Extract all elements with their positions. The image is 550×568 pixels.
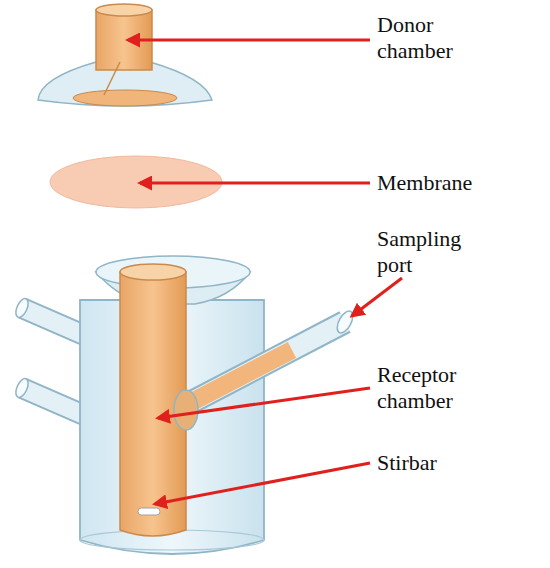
leader-arrow <box>158 388 370 418</box>
leader-arrow <box>155 463 370 504</box>
arm-glass <box>22 388 84 415</box>
port-opening <box>334 309 356 336</box>
arm-outline <box>22 308 84 335</box>
port-liquid <box>186 350 292 405</box>
donor-opening <box>73 90 177 106</box>
part-label: Membrane <box>377 170 489 196</box>
part-label: Receptor chamber <box>377 362 489 414</box>
arm-opening <box>13 377 30 399</box>
part-label: Sampling port <box>377 226 489 278</box>
donor-stem <box>104 62 120 95</box>
port-glass <box>186 322 345 405</box>
leader-arrow <box>128 39 370 42</box>
port-joint <box>174 390 198 430</box>
donor-chamber <box>38 4 212 106</box>
jacket-arms <box>13 297 84 415</box>
leader-arrow <box>352 278 402 316</box>
arm-glass <box>22 308 84 335</box>
receptor-top <box>120 264 186 280</box>
leader-arrow <box>140 182 370 185</box>
port-outline <box>186 322 345 405</box>
arm-opening <box>13 297 30 319</box>
arm-outline <box>22 388 84 415</box>
part-label: Donor chamber <box>377 12 489 64</box>
leader-arrows <box>128 40 402 504</box>
part-label: Stirbar <box>377 450 489 476</box>
stirbar-symbol <box>138 508 160 515</box>
donor-top <box>96 4 152 16</box>
